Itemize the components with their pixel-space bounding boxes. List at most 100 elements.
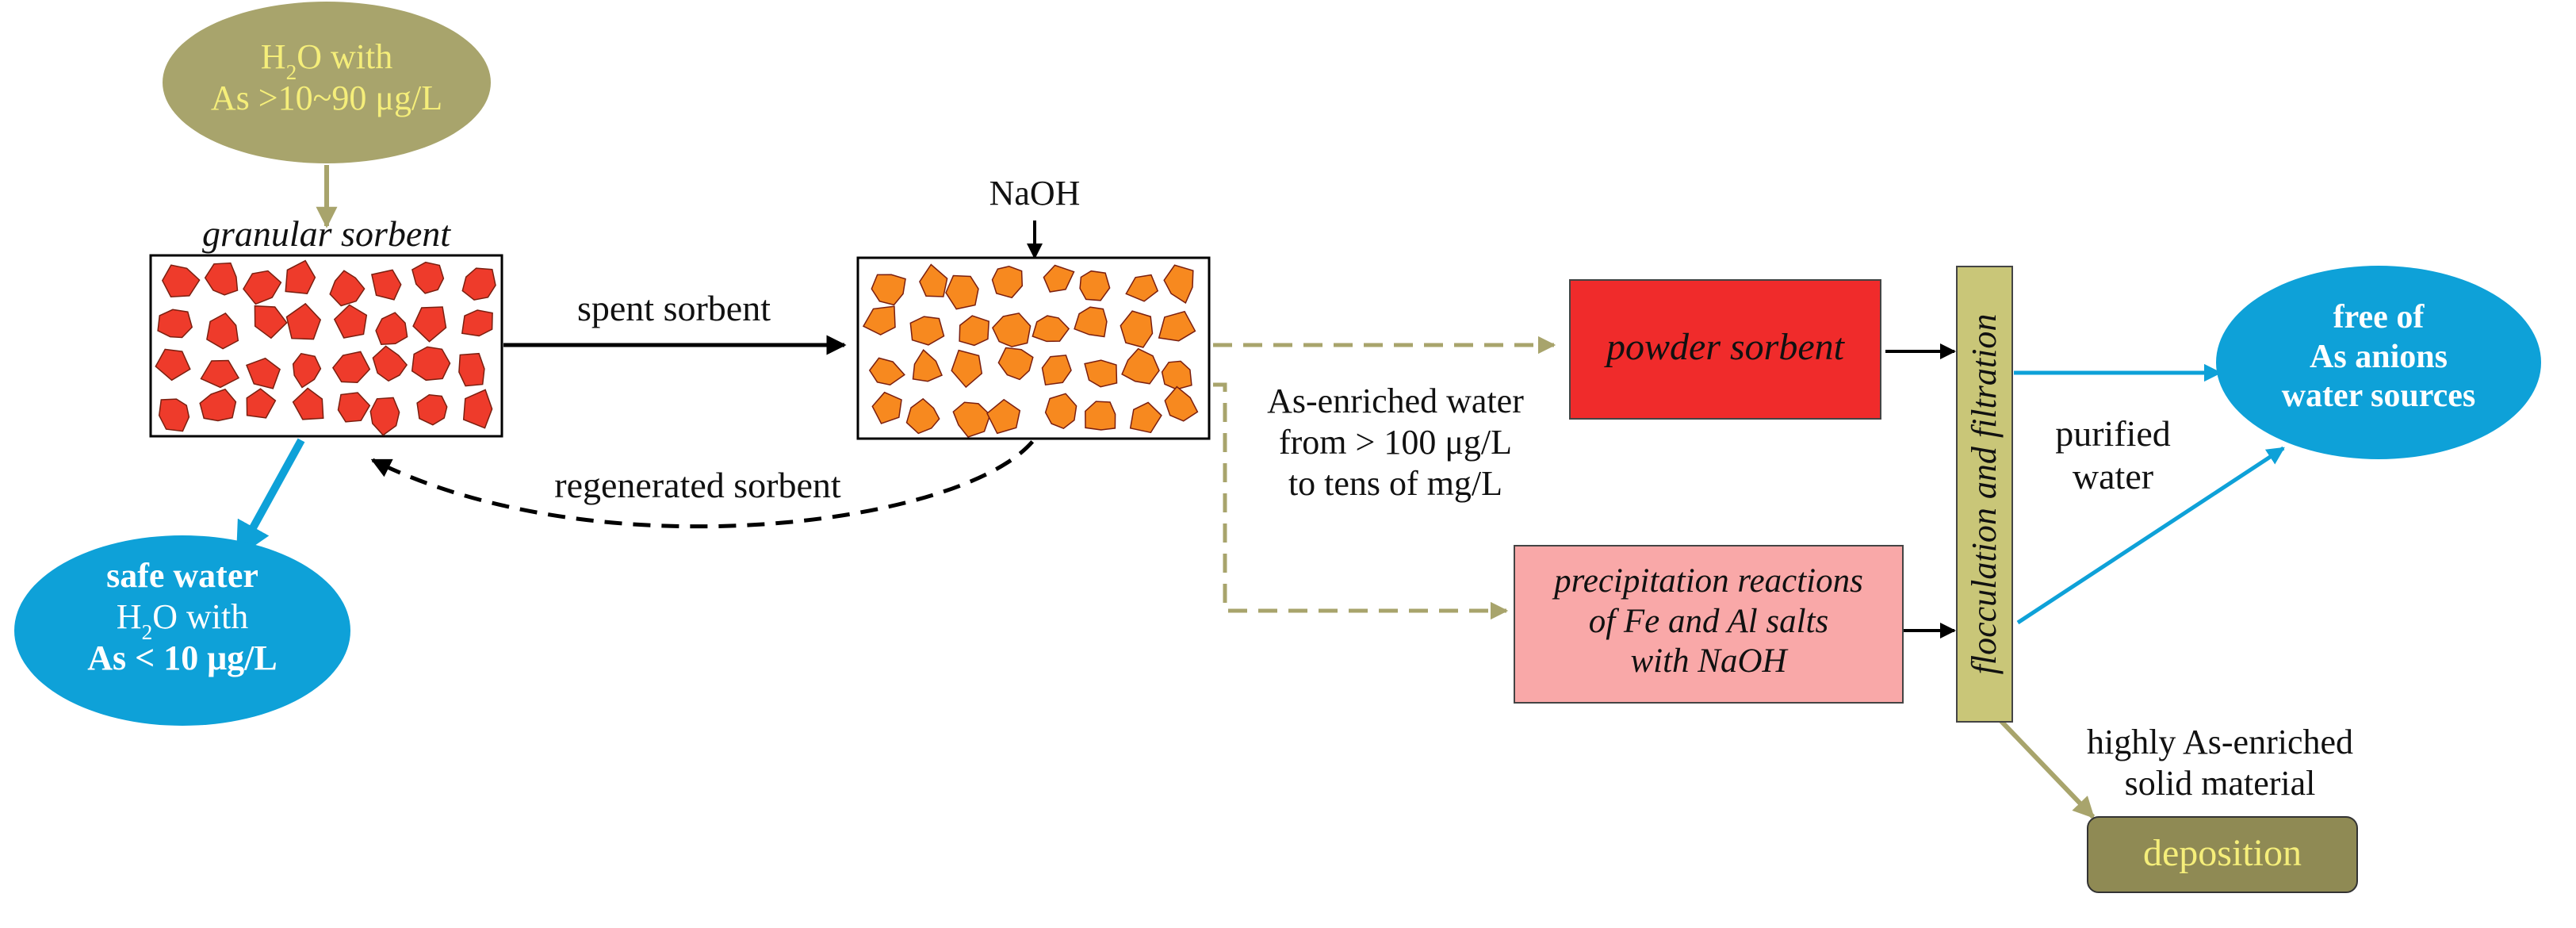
granule (204, 262, 239, 296)
precipitation-box (1514, 545, 1904, 704)
granule (1163, 264, 1194, 305)
granule (200, 359, 240, 389)
arrow-to-precipitation (1213, 382, 1509, 620)
highly-enriched-label: highly As-enriched solid material (2054, 722, 2387, 804)
powder-sorbent-label: powder sorbent (1606, 326, 1844, 368)
granule (871, 274, 906, 306)
input-water-h: H (260, 37, 286, 76)
granule (329, 270, 366, 307)
granule (292, 352, 322, 389)
as-enriched-line1: As-enriched water (1267, 382, 1524, 420)
arrow-to-safe-water (234, 438, 305, 558)
granule (461, 267, 496, 301)
granule (1032, 315, 1070, 343)
safe-water-title: safe water (106, 556, 258, 595)
free-water-line1: free of (2333, 299, 2425, 336)
granule (461, 309, 493, 337)
safe-water-label: safe water H2O with As < 10 μg/L (14, 555, 350, 679)
granule (158, 398, 190, 432)
regenerated-sorbent-label: regenerated sorbent (554, 465, 841, 505)
granule (871, 391, 902, 424)
deposition-box (2087, 816, 2358, 893)
highly-enriched-line1: highly As-enriched (2086, 723, 2354, 761)
safe-water-h: H (116, 596, 142, 636)
granule (462, 389, 493, 429)
input-water-label: H2O with As >10~90 μg/L (164, 36, 489, 119)
granule (331, 351, 371, 383)
granule (1079, 270, 1111, 301)
granule (1164, 385, 1199, 422)
precipitation-label: precipitation reactions of Fe and Al sal… (1514, 562, 1903, 682)
orange-granules (862, 263, 1199, 438)
granule (1084, 359, 1118, 388)
granule (243, 270, 282, 305)
input-water-o-with: O with (297, 37, 393, 76)
granule (1044, 393, 1077, 430)
granule (959, 315, 989, 347)
free-water-node (2216, 266, 2541, 459)
granule (369, 397, 400, 436)
granule (285, 302, 322, 340)
as-enriched-line3: to tens of mg/L (1288, 463, 1503, 503)
granule (909, 316, 945, 346)
arrow-to-deposition (1996, 715, 2096, 819)
safe-water-subscript: 2 (141, 619, 153, 644)
granule (375, 312, 408, 345)
flocculation-bar (1956, 266, 2013, 723)
granule (951, 349, 983, 389)
naoh-label: NaOH (989, 174, 1081, 213)
arrow-flocculation-to-free-water-bottom (2016, 446, 2285, 625)
granule (412, 306, 447, 343)
granular-sorbent-label: granular sorbent (201, 213, 451, 254)
safe-water-node (14, 535, 350, 726)
granule (337, 392, 371, 423)
input-water-node (163, 2, 491, 163)
deposition-label: deposition (2143, 832, 2302, 874)
granule (161, 264, 201, 297)
free-water-line2: As anions (2310, 338, 2448, 375)
spent-sorbent-label: spent sorbent (576, 288, 771, 328)
granule (411, 346, 451, 382)
granule (997, 347, 1034, 381)
granule (285, 259, 316, 294)
purified-line2: water (2072, 456, 2154, 497)
granule (986, 398, 1021, 435)
granule (1120, 310, 1154, 348)
granule (1125, 274, 1159, 302)
safe-water-concentration: As < 10 μg/L (87, 638, 278, 677)
granule (1085, 401, 1116, 431)
purified-line1: purified (2055, 413, 2171, 454)
granule (254, 305, 288, 339)
granule (1158, 310, 1196, 342)
safe-water-o-with: O with (152, 596, 249, 636)
purified-water-label: purified water (2026, 412, 2200, 499)
granule (246, 388, 277, 419)
granule (1074, 306, 1108, 338)
granule (246, 357, 281, 389)
input-water-subscript: 2 (285, 60, 297, 84)
granule (868, 357, 905, 386)
free-water-line3: water sources (2281, 378, 2476, 415)
granule (372, 345, 408, 382)
highly-enriched-line2: solid material (2124, 763, 2316, 803)
granule (155, 348, 191, 382)
granule (1121, 347, 1160, 385)
granule (333, 304, 368, 339)
granule (952, 401, 991, 438)
granule (862, 305, 896, 336)
precipitation-line3: with NaOH (1630, 642, 1787, 681)
as-enriched-line2: from > 100 μg/L (1278, 422, 1513, 462)
granule (992, 313, 1032, 347)
granule (912, 349, 943, 382)
granule (292, 387, 324, 420)
granule (371, 269, 402, 301)
precipitation-line1: precipitation reactions (1554, 562, 1863, 600)
granule (991, 266, 1024, 299)
granule (416, 394, 448, 426)
granule (157, 309, 193, 339)
granule (919, 263, 948, 297)
red-granules (155, 259, 496, 436)
granule (1129, 401, 1162, 434)
flocculation-label: flocculation and filtration (1965, 313, 2004, 675)
